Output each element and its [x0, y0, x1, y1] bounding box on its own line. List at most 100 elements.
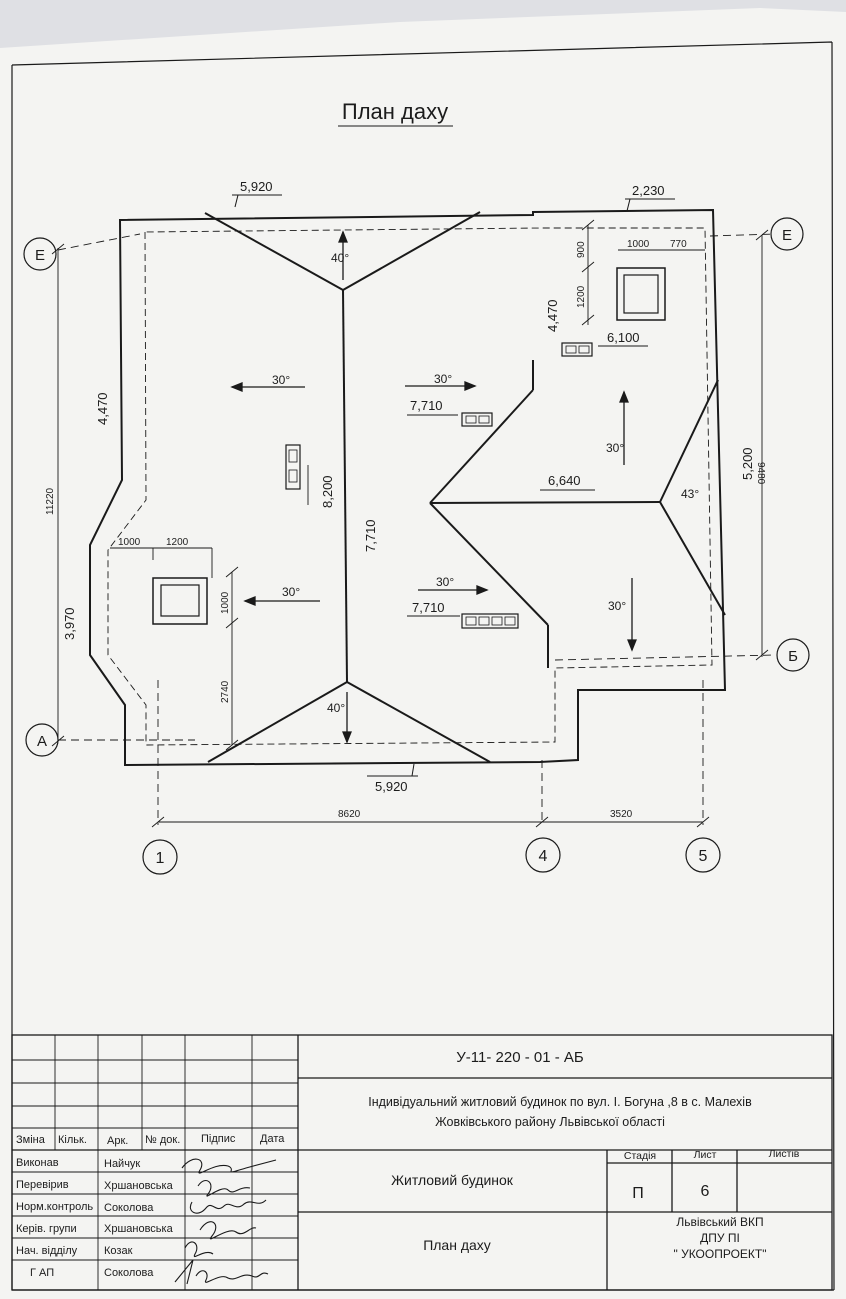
svg-text:900: 900 [576, 241, 587, 258]
svg-text:А: А [37, 733, 47, 750]
svg-text:1200: 1200 [576, 285, 587, 308]
drawing-frame [11, 41, 835, 1291]
svg-text:3,970: 3,970 [62, 607, 77, 640]
slope-labels: 40° 40° 30° 30° 30° 30° 30° 30° 43° [272, 251, 699, 715]
svg-text:Найчук: Найчук [104, 1158, 140, 1170]
svg-text:Керів. групи: Керів. групи [16, 1223, 77, 1235]
svg-text:4,470: 4,470 [545, 299, 560, 332]
sheet-name: План даху [423, 1237, 491, 1253]
drawing-code: У-11- 220 - 01 - АБ [456, 1049, 584, 1066]
axis-bubble-4: 4 [525, 837, 561, 873]
svg-text:9480: 9480 [755, 462, 766, 485]
axis-bubble-5: 5 [685, 837, 721, 873]
axis-bubble-e-left: Е [23, 237, 57, 271]
svg-text:8,200: 8,200 [320, 475, 335, 508]
sheet-label: Лист [694, 1149, 717, 1161]
svg-text:40°: 40° [327, 701, 345, 715]
title-block-grid [12, 1035, 298, 1290]
svg-text:Кільк.: Кільк. [58, 1134, 87, 1146]
svg-text:30°: 30° [282, 585, 300, 599]
org-line-1: Львівський ВКП [676, 1215, 763, 1229]
svg-text:Перевірив: Перевірив [16, 1179, 69, 1191]
svg-text:5,920: 5,920 [375, 779, 408, 794]
skylight-left [152, 577, 208, 625]
svg-text:Нач. відділу: Нач. відділу [16, 1245, 78, 1257]
svg-text:30°: 30° [606, 441, 624, 455]
svg-text:8620: 8620 [338, 809, 361, 820]
svg-text:30°: 30° [434, 372, 452, 386]
building-name: Житловий будинок [391, 1172, 514, 1188]
svg-text:1200: 1200 [166, 537, 189, 548]
svg-text:30°: 30° [608, 599, 626, 613]
svg-text:4: 4 [539, 848, 548, 865]
elevation-labels: 5,920 2,230 4,470 3,970 8,200 7,710 4,47… [62, 179, 755, 794]
svg-text:Е: Е [35, 247, 45, 264]
svg-text:2,230: 2,230 [632, 183, 665, 198]
project-line-1: Індивідуальний житловий будинок по вул. … [368, 1095, 752, 1109]
svg-text:№ док.: № док. [145, 1134, 180, 1146]
svg-text:43°: 43° [681, 487, 699, 501]
svg-text:1: 1 [156, 850, 165, 867]
svg-text:Хршановська: Хршановська [104, 1180, 174, 1192]
axis-bubble-e-right: Е [770, 217, 804, 251]
svg-text:1000: 1000 [627, 239, 650, 250]
svg-text:Козак: Козак [104, 1245, 133, 1257]
svg-text:770: 770 [670, 239, 687, 250]
stage-label: Стадія [624, 1150, 656, 1162]
dimension-texts: 11220 9480 8620 3520 1000 1200 1000 2740… [45, 239, 766, 820]
axis-lines [57, 233, 776, 825]
wall-line-dashed [107, 227, 713, 746]
chimney-vents [285, 342, 593, 629]
svg-text:1000: 1000 [220, 591, 231, 614]
svg-text:3520: 3520 [610, 809, 633, 820]
svg-text:5,200: 5,200 [740, 447, 755, 480]
svg-text:11220: 11220 [45, 487, 56, 515]
svg-text:Соколова: Соколова [104, 1267, 154, 1279]
paper-sheet [0, 8, 846, 1299]
svg-text:Хршановська: Хршановська [104, 1223, 174, 1235]
svg-text:30°: 30° [272, 373, 290, 387]
sheets-label: Листів [769, 1148, 800, 1160]
signatures [174, 1158, 277, 1285]
svg-text:6,640: 6,640 [548, 473, 581, 488]
svg-text:Г АП: Г АП [30, 1267, 54, 1279]
title-block-headers: Зміна Кільк. Арк. № док. Підпис Дата [16, 1133, 285, 1147]
project-line-2: Жовківського району Львівської області [435, 1115, 665, 1129]
svg-text:5,920: 5,920 [240, 179, 273, 194]
org-line-2: ДПУ ПІ [700, 1231, 740, 1245]
skylight-right [616, 267, 666, 321]
roof-outline [89, 208, 727, 767]
svg-text:Соколова: Соколова [104, 1202, 154, 1214]
svg-text:30°: 30° [436, 575, 454, 589]
svg-text:Арк.: Арк. [107, 1135, 128, 1147]
svg-text:5: 5 [699, 848, 708, 865]
svg-text:7,710: 7,710 [363, 519, 378, 552]
svg-text:2740: 2740 [220, 680, 231, 703]
svg-text:Дата: Дата [260, 1133, 285, 1145]
slope-arrows [230, 230, 637, 744]
svg-text:40°: 40° [331, 251, 349, 265]
svg-text:Б: Б [788, 648, 798, 665]
svg-text:Е: Е [782, 227, 792, 244]
dimension-lines [51, 219, 769, 828]
ridge-hip-lines [204, 211, 726, 763]
svg-text:Норм.контроль: Норм.контроль [16, 1201, 93, 1213]
org-line-3: " УКООПРОЕКТ" [673, 1247, 766, 1261]
svg-text:Зміна: Зміна [16, 1134, 46, 1146]
axis-bubble-1: 1 [142, 839, 178, 875]
stage-value: П [632, 1185, 644, 1202]
svg-text:Підпис: Підпис [201, 1133, 236, 1145]
svg-text:7,710: 7,710 [410, 398, 443, 413]
svg-text:1000: 1000 [118, 537, 141, 548]
drawing-title: План даху [342, 99, 448, 124]
svg-text:4,470: 4,470 [95, 392, 110, 425]
title-block-frame [11, 1034, 833, 1291]
svg-text:7,710: 7,710 [412, 600, 445, 615]
svg-text:6,100: 6,100 [607, 330, 640, 345]
sheet-number: 6 [701, 1183, 710, 1200]
svg-text:Виконав: Виконав [16, 1157, 59, 1169]
axis-bubble-b-right: Б [776, 638, 810, 672]
title-block-roles: Виконав Найчук Перевірив Хршановська Нор… [16, 1157, 174, 1279]
